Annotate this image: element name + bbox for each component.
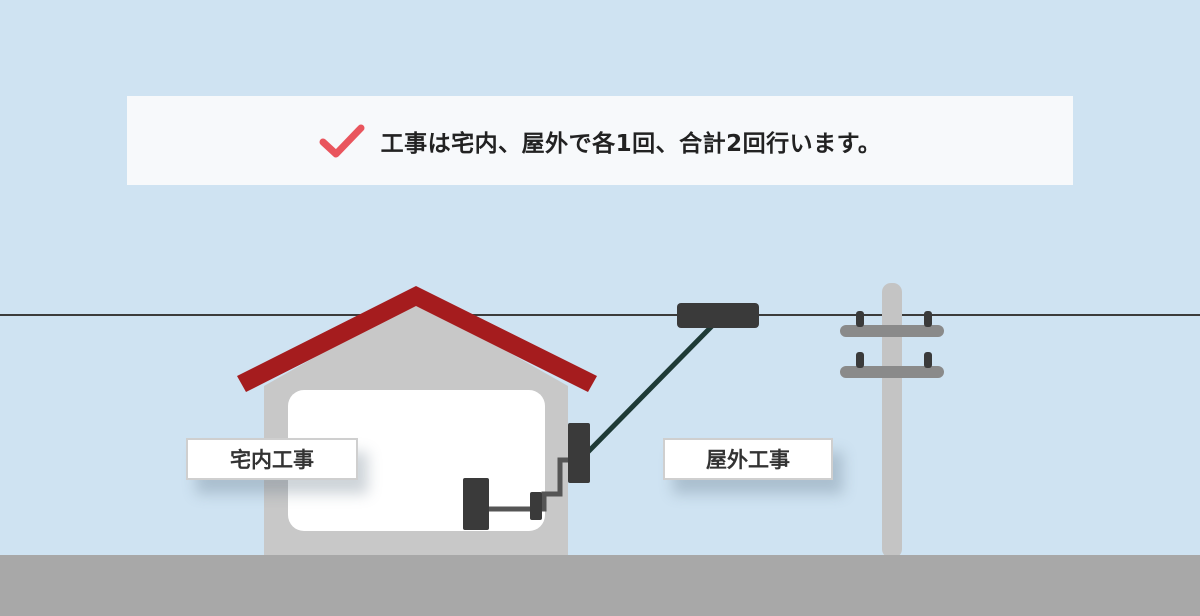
utility-pole [840,283,944,558]
drop-cable [584,324,714,456]
wall-terminal [568,423,590,483]
banner-text: 工事は宅内、屋外で各1回、合計2回行います。 [380,130,882,157]
indoor-work-label: 宅内工事 [186,438,358,480]
outdoor-work-label: 屋外工事 [663,438,833,480]
onu-device [463,478,489,530]
aerial-closure [677,303,759,328]
info-banner-content: 工事は宅内、屋外で各1回、合計2回行います。 [319,122,882,160]
wiring [463,423,590,530]
connector [530,492,542,520]
ground [0,555,1200,616]
info-banner: 工事は宅内、屋外で各1回、合計2回行います。 [127,96,1073,185]
check-icon [319,124,365,157]
